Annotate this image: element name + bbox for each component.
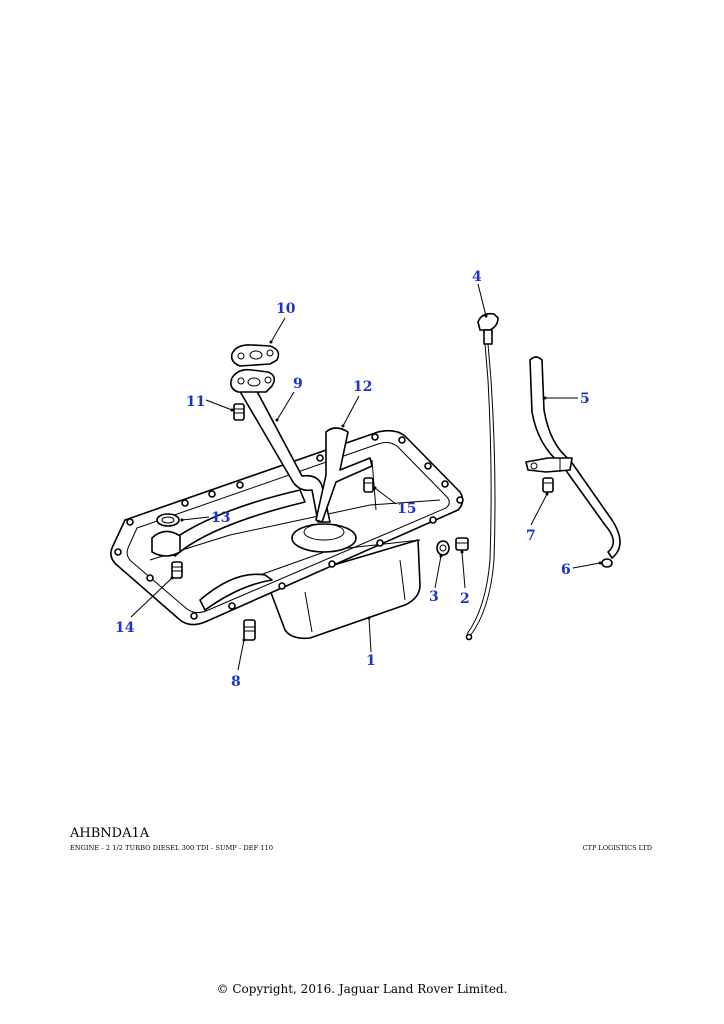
dipstick-tube xyxy=(525,356,621,559)
callout-13[interactable]: 13 xyxy=(211,510,230,526)
bolt-8 xyxy=(243,619,256,641)
dipstick xyxy=(465,312,499,641)
bolt-11 xyxy=(233,403,245,421)
callout-3[interactable]: 3 xyxy=(429,589,439,605)
callout-14[interactable]: 14 xyxy=(115,620,135,636)
diagram-caption: ENGINE - 2 1/2 TURBO DIESEL 300 TDI - SU… xyxy=(70,844,274,852)
leader-lines xyxy=(130,283,602,671)
callout-5[interactable]: 5 xyxy=(580,391,590,407)
callout-15[interactable]: 15 xyxy=(397,501,416,517)
callout-12[interactable]: 12 xyxy=(353,379,372,395)
copyright-notice: © Copyright, 2016. Jaguar Land Rover Lim… xyxy=(216,982,508,996)
callout-2[interactable]: 2 xyxy=(460,591,470,607)
callout-4[interactable]: 4 xyxy=(472,269,482,285)
diagram-code: AHBNDA1A xyxy=(70,826,150,841)
pickup-gasket xyxy=(230,344,280,367)
callout-11[interactable]: 11 xyxy=(186,394,205,410)
callout-9[interactable]: 9 xyxy=(293,376,303,392)
callout-10[interactable]: 10 xyxy=(276,301,296,317)
callout-8[interactable]: 8 xyxy=(231,674,241,690)
bolt-14 xyxy=(171,561,183,579)
drain-plug xyxy=(455,537,469,551)
clip-bolt xyxy=(542,477,554,493)
pipe-support-bracket xyxy=(315,427,373,523)
pan-boss xyxy=(151,513,181,557)
callout-7[interactable]: 7 xyxy=(526,528,536,544)
o-ring xyxy=(601,558,613,568)
bolt-15 xyxy=(363,477,374,493)
vendor-label: CTP LOGISTICS LTD xyxy=(582,844,652,852)
callout-1[interactable]: 1 xyxy=(366,653,376,669)
drain-washer xyxy=(436,540,450,556)
callout-6[interactable]: 6 xyxy=(561,562,571,578)
oil-pickup-pipe xyxy=(161,368,357,557)
